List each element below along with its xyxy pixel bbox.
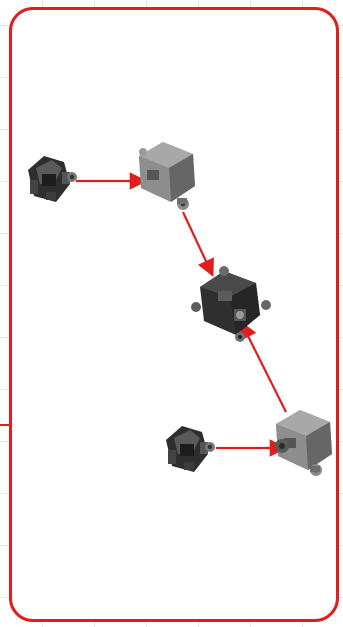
cube-module-icon (139, 142, 195, 210)
hub-module-icon (191, 266, 271, 342)
gripper-module-icon (166, 426, 215, 472)
cube-module-icon (275, 410, 332, 476)
edge-marker (0, 424, 12, 426)
gripper-module-icon (28, 156, 77, 202)
arrow-n5-to-n3 (240, 321, 287, 413)
arrow-n2-to-n3 (182, 211, 214, 277)
diagram-frame (9, 7, 339, 622)
